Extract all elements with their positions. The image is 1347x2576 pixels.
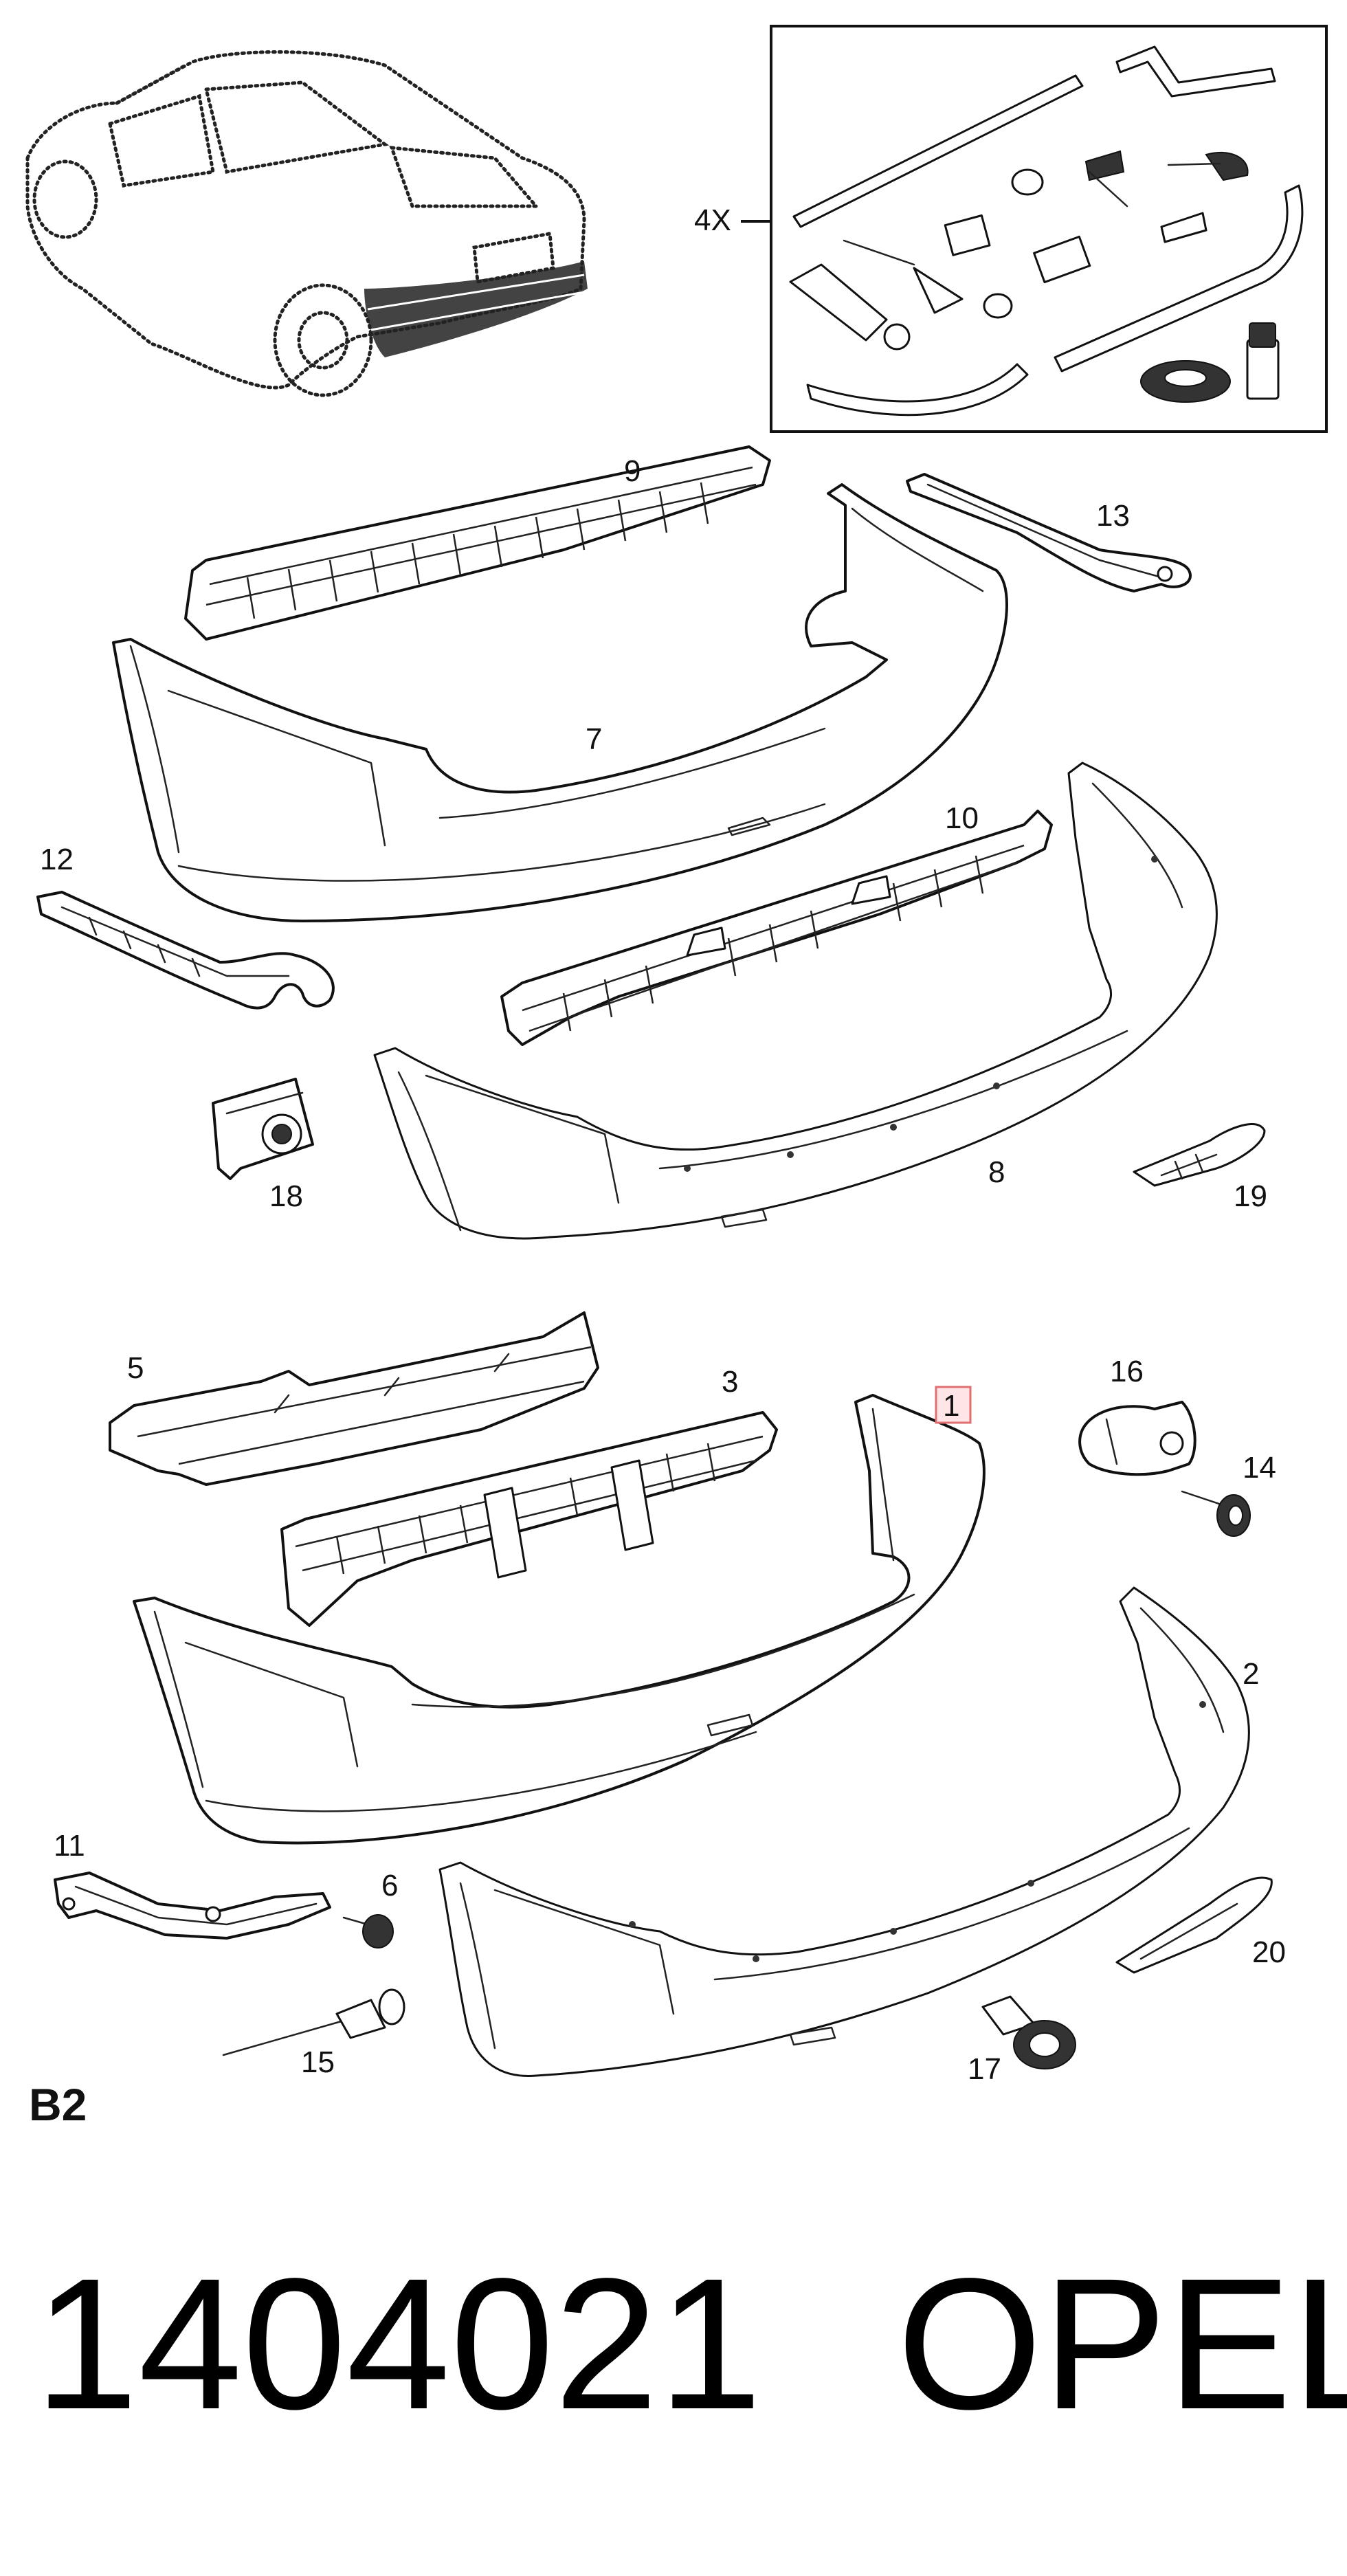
inset-nut <box>1011 168 1044 196</box>
part-18-sensor-holder <box>212 1078 314 1180</box>
inset-bottle-icon <box>1246 339 1280 400</box>
part-7-bumper-cover <box>112 483 1008 922</box>
inset-clip-nut <box>1033 235 1091 284</box>
callout-12: 12 <box>40 843 74 876</box>
part-13-bracket <box>906 473 1192 592</box>
callout-6: 6 <box>381 1869 398 1902</box>
callout-15: 15 <box>301 2045 335 2079</box>
callout-20: 20 <box>1252 1935 1286 1969</box>
part-12-bracket <box>36 891 335 1010</box>
part-1-bumper-cover <box>133 1394 986 1845</box>
part-9-absorber <box>184 445 771 641</box>
inset-rivet-icon <box>1205 151 1249 181</box>
brand-name: OPEL <box>897 2239 1347 2448</box>
callout-1: 1 <box>943 1389 959 1423</box>
section-code: B2 <box>29 2079 87 2130</box>
callout-7: 7 <box>586 722 602 756</box>
part-14-screw <box>1181 1490 1251 1537</box>
inset-curved-strip <box>806 363 1029 417</box>
inset-bracket <box>1115 45 1276 98</box>
inset-adhesive-strip <box>792 74 1084 228</box>
inset-screw-shaft <box>1088 170 1128 208</box>
inset-nut-small <box>983 293 1013 319</box>
callout-5: 5 <box>127 1351 144 1385</box>
inset-tool <box>843 239 915 266</box>
part-15-rivet <box>222 1988 405 2056</box>
part-2-bumper-cover <box>438 1586 1250 2077</box>
inset-applicator-icon <box>913 267 964 314</box>
callout-17: 17 <box>968 2052 1001 2086</box>
inset-frame <box>770 25 1328 433</box>
callout-18: 18 <box>269 1179 303 1213</box>
callout-16: 16 <box>1110 1355 1144 1388</box>
part-6-screw <box>342 1914 394 1948</box>
callout-9: 9 <box>624 454 641 488</box>
part-19-clip <box>1133 1123 1266 1187</box>
callout-13: 13 <box>1096 499 1130 533</box>
inset-quantity-label: 4X <box>694 203 731 237</box>
inset-rivet-shaft <box>1167 162 1221 166</box>
callout-labels: 1 2 3 5 6 7 8 9 10 11 12 13 14 15 16 17 … <box>40 454 1286 2086</box>
part-10-absorber <box>500 810 1053 1046</box>
car-illustration <box>25 50 588 397</box>
part-5-absorber <box>109 1311 599 1486</box>
callout-19: 19 <box>1234 1179 1267 1213</box>
inset-screw-2-icon <box>1160 212 1207 243</box>
part-20-trim <box>1115 1876 1273 1974</box>
callout-14: 14 <box>1243 1451 1276 1485</box>
inset-trim-strip <box>1054 184 1304 373</box>
part-8-bumper-cover <box>373 762 1218 1240</box>
part-11-bracket <box>54 1872 331 1940</box>
callout-1-highlight <box>935 1386 972 1424</box>
inset-screw-head-icon <box>1084 150 1125 181</box>
inset-tube-cap-icon <box>883 323 911 351</box>
part-number: 1404021 <box>34 2239 762 2448</box>
callout-11: 11 <box>54 1829 85 1863</box>
callout-3: 3 <box>722 1365 738 1399</box>
callout-10: 10 <box>945 801 979 835</box>
inset-clip <box>944 214 991 256</box>
part-16-sensor <box>1078 1401 1196 1476</box>
callout-2: 2 <box>1243 1657 1259 1691</box>
inset-adhesive-tube <box>789 263 888 342</box>
fastener-kit-inset: 4X <box>694 25 1328 433</box>
part-3-absorber <box>280 1411 778 1627</box>
callout-8: 8 <box>988 1155 1005 1189</box>
part-17-clip <box>981 1995 1076 2069</box>
